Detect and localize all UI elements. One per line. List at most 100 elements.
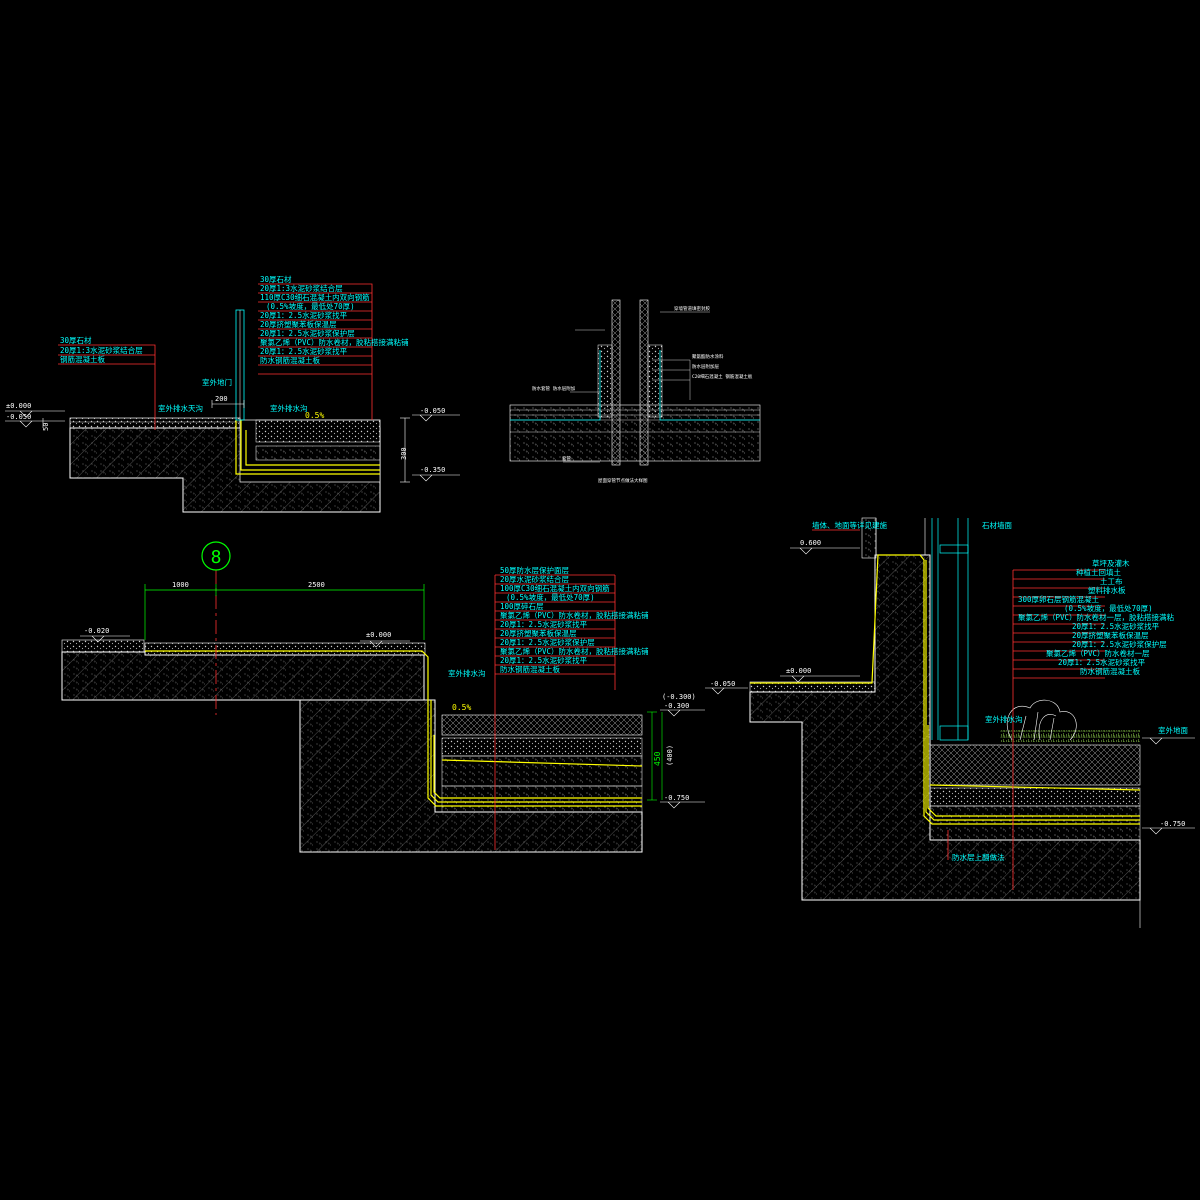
detail-d-dots (750, 555, 1140, 900)
detail-d-shrubs (1007, 699, 1077, 741)
detail-a-membrane (235, 420, 380, 475)
detail-c-note-3: 100厚C30细石混凝土内双向钢筋 (500, 583, 610, 593)
detail-d-note-10: 20厚1：2.5水泥砂浆保护层 (1072, 639, 1167, 649)
detail-d-note-8: 20厚1：2.5水泥砂浆找平 (1072, 621, 1160, 631)
detail-d-level-top: 0.600 (800, 539, 821, 547)
detail-d-leaders (812, 529, 1105, 890)
detail-c-note-6: 聚氯乙烯（PVC）防水卷材，胶粘搭接满粘铺 (500, 610, 649, 620)
detail-d-level-left: -0.050 (710, 680, 735, 688)
detail-c-axis-label: 8 (211, 547, 222, 568)
detail-a-dims (42, 400, 410, 483)
detail-b-collar-left (597, 344, 613, 418)
detail-a-dim-300: 300 (400, 447, 408, 460)
detail-c-dim-line (144, 584, 425, 640)
detail-c-level-marks (80, 635, 705, 809)
detail-c-note-2: 20厚水泥砂浆结合层 (500, 574, 570, 584)
detail-c-dim-450: 450 (653, 751, 662, 766)
detail-a-level-right-bottom: -0.350 (420, 466, 445, 474)
detail-d-note-6: (0.5%坡度，最低处70厚) (1064, 603, 1153, 613)
detail-b-left-note: 防水套管 防水层附加 (532, 385, 576, 392)
detail-d-membrane (750, 554, 1141, 825)
detail-a-dim-200: 200 (215, 395, 228, 403)
detail-a-top-note-10: 防水钢筋混凝土板 (260, 355, 320, 365)
detail-a-level-left-top: ±0.000 (6, 402, 31, 410)
detail-d-note-3: 土工布 (1100, 576, 1123, 586)
detail-d-note-13: 防水钢筋混凝土板 (1080, 666, 1140, 676)
detail-c-level-right-1: (-0.300) (662, 693, 696, 701)
detail-d-note-1: 草坪及灌木 (1092, 558, 1130, 568)
detail-c-axis-bubble (201, 541, 231, 571)
detail-a-top-note-1: 30厚石材 (260, 274, 292, 284)
detail-d-note-5: 300厚卵石层钢筋混凝土 (1018, 594, 1100, 604)
detail-c-dim-left: 1000 (172, 581, 189, 589)
detail-b-caption: 屋面穿管节点做法大样图 (598, 477, 648, 484)
detail-d-note-2: 种植土回填土 (1076, 567, 1121, 577)
detail-c-note-1: 50厚防水层保护面层 (500, 565, 570, 575)
detail-d-level-marks (705, 547, 1195, 928)
detail-a-pit-top (255, 419, 381, 443)
detail-c-level-right-2: -0.300 (664, 702, 689, 710)
detail-c-level-left: -0.020 (84, 627, 109, 635)
detail-d-note-12: 20厚1：2.5水泥砂浆找平 (1058, 657, 1146, 667)
detail-a-level-left-bottom: -0.050 (6, 413, 31, 421)
detail-d-level-bottom: -0.750 (1160, 820, 1185, 828)
detail-d-top-label: 墙体、地面等详见建施 (812, 520, 887, 530)
detail-b-note-1: 穿墙管道填密封胶 (674, 305, 710, 312)
detail-b-note-2: 聚氨酯防水涂料 (692, 353, 724, 360)
detail-c-pit-lower (441, 785, 643, 813)
detail-c-note-10: 聚氯乙烯（PVC）防水卷材，胶粘搭接满粘铺 (500, 646, 649, 656)
detail-c-leaders (494, 574, 616, 850)
detail-c-note-4: (0.5%坡度，最低处70厚) (506, 592, 595, 602)
detail-b: 穿墙管道填密封胶 聚氨酯防水涂料 防水层附加层 C20细石混凝土 钢筋混凝土板 … (509, 299, 761, 484)
detail-c-pit-gravel (441, 737, 643, 757)
detail-d-note-4: 塑料排水板 (1088, 585, 1126, 595)
detail-d-label-ground: 室外地面 (1158, 725, 1188, 735)
detail-a-left-note-1: 30厚石材 (60, 335, 92, 345)
detail-c-note-12: 防水钢筋混凝土板 (500, 664, 560, 674)
detail-a-dim-50: 50 (42, 423, 50, 431)
detail-d-note-9: 20厚挤塑聚苯板保温层 (1072, 630, 1149, 640)
detail-c-label-drain: 室外排水沟 (448, 668, 486, 678)
detail-c-finish-mid (144, 642, 426, 656)
detail-c-dim-paren: (400) (666, 745, 674, 766)
detail-b-pipe-sleeve-left (611, 299, 621, 466)
detail-a-top-note-2: 20厚1:3水泥砂浆结合层 (260, 283, 343, 293)
detail-b-pipe-sleeve-right (639, 299, 649, 466)
detail-d-wall-edge (875, 518, 926, 555)
detail-c-note-9: 20厚1：2.5水泥砂浆保护层 (500, 637, 595, 647)
detail-a-level-marks (5, 410, 460, 482)
detail-c: 8 1000 2500 50厚防水层保护面层 20厚水泥砂浆结合层 100厚C3… (61, 541, 705, 853)
detail-b-bottom-left: 套管 (562, 455, 571, 462)
detail-c-note-11: 20厚1：2.5水泥砂浆找平 (500, 655, 588, 665)
detail-c-vdims (647, 711, 663, 801)
detail-d-label-stone: 石材墙面 (982, 520, 1012, 530)
detail-d-level-mid: ±0.000 (786, 667, 811, 675)
detail-a-top-note-4: (0.5%坡度，最低处70厚) (266, 301, 355, 311)
detail-b-note-4: C20细石混凝土 钢筋混凝土板 (692, 373, 753, 380)
detail-b-collar-right (647, 344, 663, 418)
detail-d: 墙体、地面等详见建施 石材墙面 草坪及灌木 种植土回填土 土工布 塑料排水板 3… (705, 517, 1195, 928)
detail-a-label-drain-left: 室外排水天沟 (158, 403, 203, 413)
detail-d-note-11: 聚氯乙烯（PVC）防水卷材一层 (1046, 648, 1150, 658)
detail-a-top-note-6: 20厚挤塑聚苯板保温层 (260, 319, 337, 329)
detail-a: 30厚石材 20厚1:3水泥砂浆结合层 钢筋混凝土板 30厚石材 20厚1:3水… (5, 274, 460, 513)
detail-a-top-note-7: 20厚1：2.5水泥砂浆保护层 (260, 328, 355, 338)
detail-c-note-5: 100厚碎石层 (500, 601, 544, 611)
detail-c-membrane (145, 650, 643, 807)
detail-b-leaders (563, 311, 710, 463)
detail-a-top-note-3: 110厚C30细石混凝土内双向钢筋 (260, 292, 370, 302)
detail-d-fill (929, 805, 1141, 841)
detail-d-curtain-wall (931, 518, 969, 741)
detail-a-top-note-5: 20厚1：2.5水泥砂浆找平 (260, 310, 348, 320)
detail-a-left-note-3: 钢筋混凝土板 (60, 354, 105, 364)
detail-c-note-7: 20厚1：2.5水泥砂浆找平 (500, 619, 588, 629)
detail-d-label-drain: 室外排水沟 (985, 714, 1023, 724)
detail-b-slab (509, 404, 761, 462)
detail-c-slope: 0.5% (452, 703, 471, 712)
detail-c-level-mid: ±0.000 (366, 631, 391, 639)
detail-d-note-7: 聚氯乙烯（PVC）防水卷材一层，胶粘搭接满粘 (1018, 612, 1175, 622)
detail-c-pit-finish (441, 714, 643, 736)
detail-a-level-right-top: -0.050 (420, 407, 445, 415)
detail-c-dim-right: 2500 (308, 581, 325, 589)
